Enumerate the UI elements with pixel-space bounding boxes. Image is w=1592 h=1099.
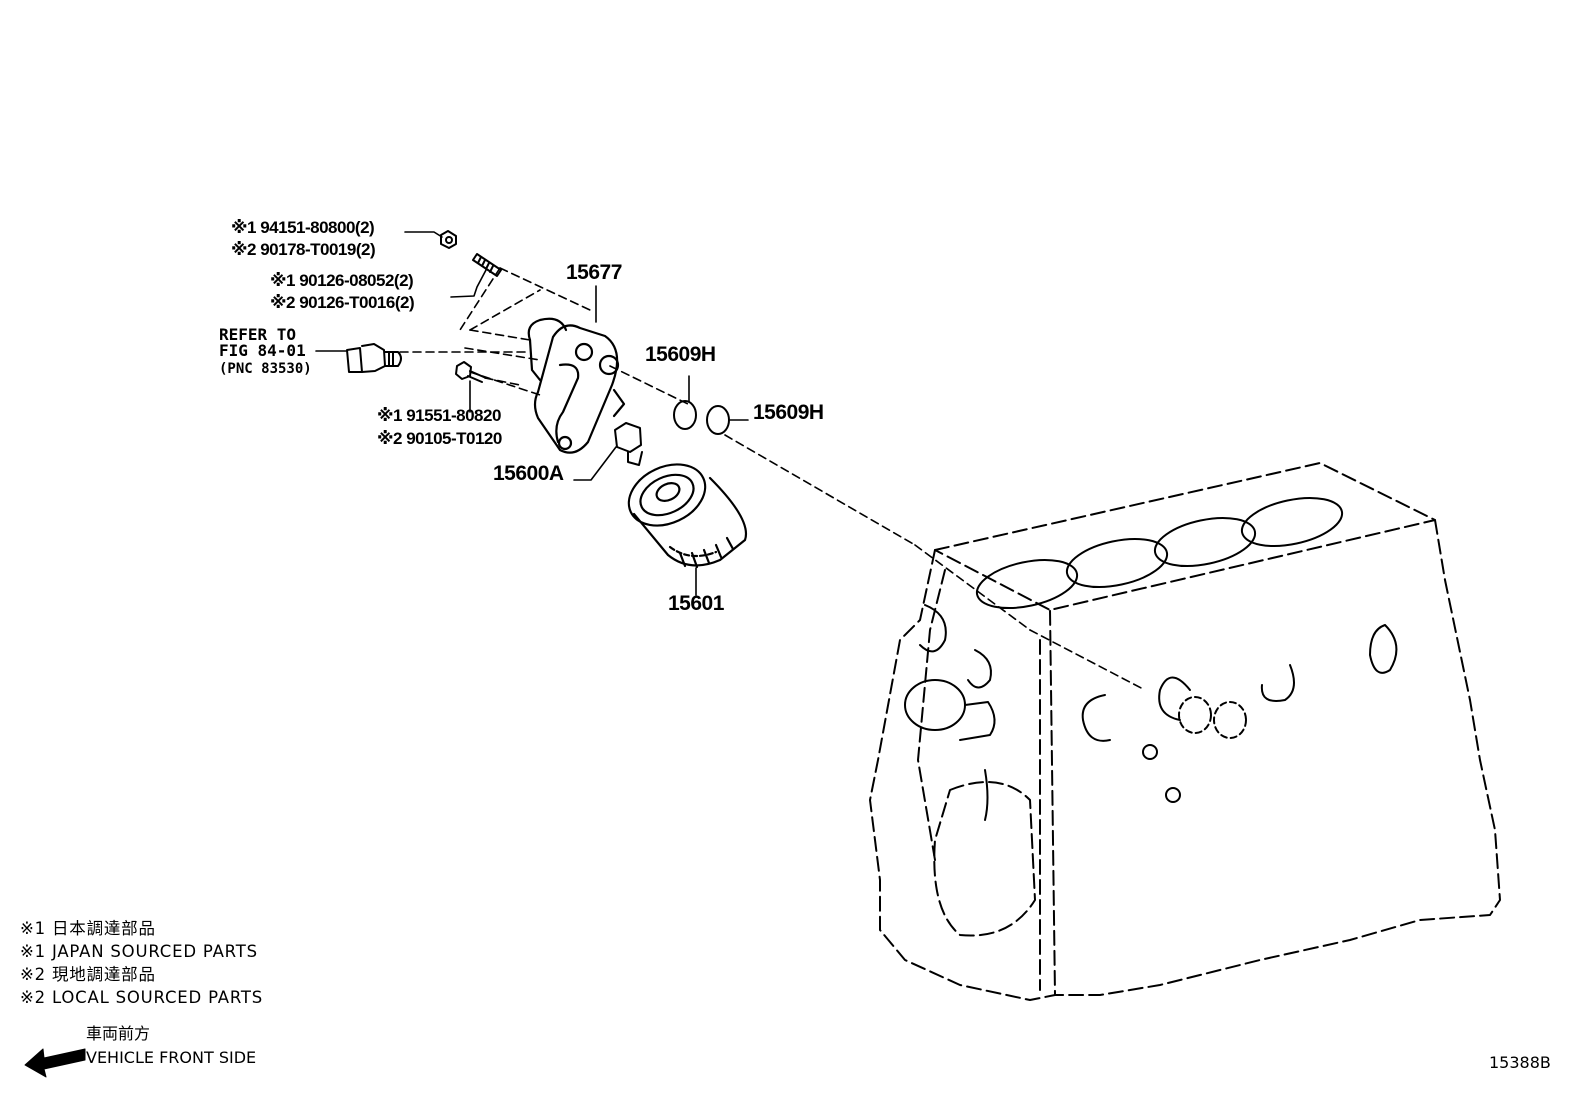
engine-block xyxy=(869,462,1501,1001)
stud-bolt xyxy=(472,253,502,277)
figure-id: 15388B xyxy=(1489,1053,1551,1072)
union-bolt xyxy=(614,422,643,466)
bolt-part-number-jp: ※1 91551-80820 xyxy=(377,406,501,425)
oil-filter xyxy=(627,463,748,569)
oil-filter-bracket xyxy=(527,317,626,454)
union-part-number: 15600A xyxy=(493,462,564,485)
nut-part-number-local: ※2 90178-T0019(2) xyxy=(231,240,376,259)
note-local-sourced-jp: ※2 現地調達部品 xyxy=(20,965,156,984)
o-ring-upper xyxy=(673,400,697,430)
nut-part-number-jp: ※1 94151-80800(2) xyxy=(231,218,375,237)
refer-line-2: FIG 84-01 xyxy=(219,341,306,360)
bracket-part-number: 15677 xyxy=(566,261,622,284)
cylinder-bores xyxy=(975,497,1344,609)
refer-line-3: (PNC 83530) xyxy=(219,361,312,377)
assembly-lines xyxy=(399,267,1146,691)
front-side-label-jp: 車両前方 xyxy=(86,1024,151,1043)
note-local-sourced-en: ※2 LOCAL SOURCED PARTS xyxy=(20,988,264,1007)
oil-pressure-switch xyxy=(346,343,402,373)
bolt-part-number-local: ※2 90105-T0120 xyxy=(377,429,502,448)
stud-part-number-local: ※2 90126-T0016(2) xyxy=(270,293,415,312)
note-japan-sourced-jp: ※1 日本調達部品 xyxy=(20,919,156,938)
refer-line-1: REFER TO xyxy=(219,325,297,344)
leader-lines xyxy=(315,231,749,596)
nut xyxy=(440,230,457,249)
front-side-label-en: VEHICLE FRONT SIDE xyxy=(86,1048,257,1067)
o-ring-right-part-number: 15609H xyxy=(753,401,824,424)
front-direction-arrow xyxy=(24,1048,86,1078)
block-side-details xyxy=(904,604,1398,821)
o-ring-upper-part-number: 15609H xyxy=(645,343,716,366)
o-ring-lower xyxy=(706,405,730,435)
filter-part-number: 15601 xyxy=(668,592,724,615)
note-japan-sourced-en: ※1 JAPAN SOURCED PARTS xyxy=(20,942,258,961)
stud-part-number-jp: ※1 90126-08052(2) xyxy=(270,271,414,290)
